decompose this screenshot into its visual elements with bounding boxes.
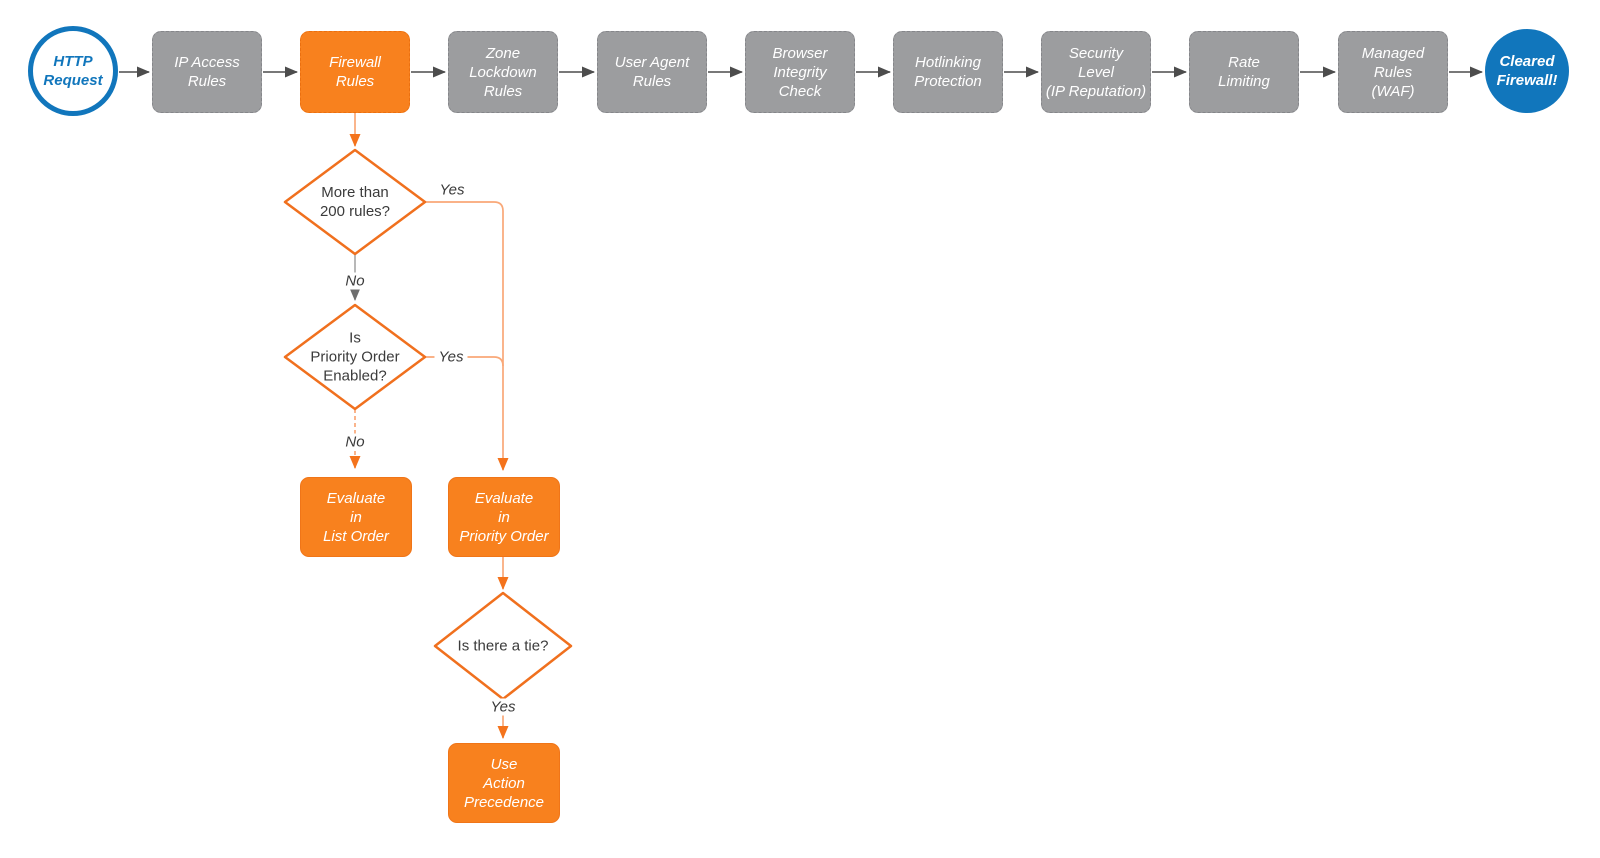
stage-user-agent-rules: User Agent Rules <box>597 31 707 113</box>
edge-label-decision3-yes: Yes <box>486 698 520 716</box>
stage-zone-lockdown-rules: Zone Lockdown Rules <box>448 31 558 113</box>
edge-label-decision2-yes: Yes <box>434 348 468 366</box>
action-evaluate-in-list-order: Evaluate in List Order <box>300 477 412 557</box>
decision-priority-order-enabled-label: Is Priority Order Enabled? <box>310 329 400 385</box>
stage-rate-limiting: Rate Limiting <box>1189 31 1299 113</box>
stage-firewall-rules: Firewall Rules <box>300 31 410 113</box>
stage-browser-integrity-check: Browser Integrity Check <box>745 31 855 113</box>
end-node-label: Cleared Firewall! <box>1496 53 1558 89</box>
edge-decision1-yes-trunk <box>425 201 509 471</box>
edge-label-decision1-no: No <box>341 272 369 290</box>
stage-ip-access-rules: IP Access Rules <box>152 31 262 113</box>
edge-label-decision2-no: No <box>341 433 369 451</box>
edge-decision2-yes-merge <box>425 356 504 367</box>
action-use-action-precedence: Use Action Precedence <box>448 743 560 823</box>
stage-hotlinking-protection: Hotlinking Protection <box>893 31 1003 113</box>
action-label: Evaluate in Priority Order <box>459 489 549 545</box>
action-evaluate-in-priority-order: Evaluate in Priority Order <box>448 477 560 557</box>
stage-label: Firewall Rules <box>329 54 381 90</box>
end-node-cleared-firewall: Cleared Firewall! <box>1485 29 1569 113</box>
stage-security-level: Security Level (IP Reputation) <box>1041 31 1151 113</box>
action-label: Evaluate in List Order <box>323 489 389 545</box>
start-node-label: HTTP Request <box>43 53 103 89</box>
stage-label: Zone Lockdown Rules <box>469 44 537 100</box>
stage-label: Managed Rules (WAF) <box>1361 44 1425 100</box>
decision-more-than-200-rules-label: More than 200 rules? <box>319 184 391 220</box>
decision-priority-order-enabled-shape <box>283 303 427 411</box>
stage-label: IP Access Rules <box>174 54 240 90</box>
edge-label-decision1-yes: Yes <box>435 181 469 199</box>
stage-label: Browser Integrity Check <box>772 44 828 100</box>
decision-is-there-a-tie-label: Is there a tie? <box>457 637 549 655</box>
action-label: Use Action Precedence <box>463 755 545 811</box>
stage-label: User Agent Rules <box>614 54 690 90</box>
decision-more-than-200-rules-shape <box>283 148 427 256</box>
stage-managed-rules-waf: Managed Rules (WAF) <box>1338 31 1448 113</box>
start-node-http-request: HTTP Request <box>28 26 118 116</box>
stage-label: Hotlinking Protection <box>914 54 982 90</box>
stage-label: Rate Limiting <box>1218 54 1270 90</box>
stage-label: Security Level (IP Reputation) <box>1045 44 1147 100</box>
